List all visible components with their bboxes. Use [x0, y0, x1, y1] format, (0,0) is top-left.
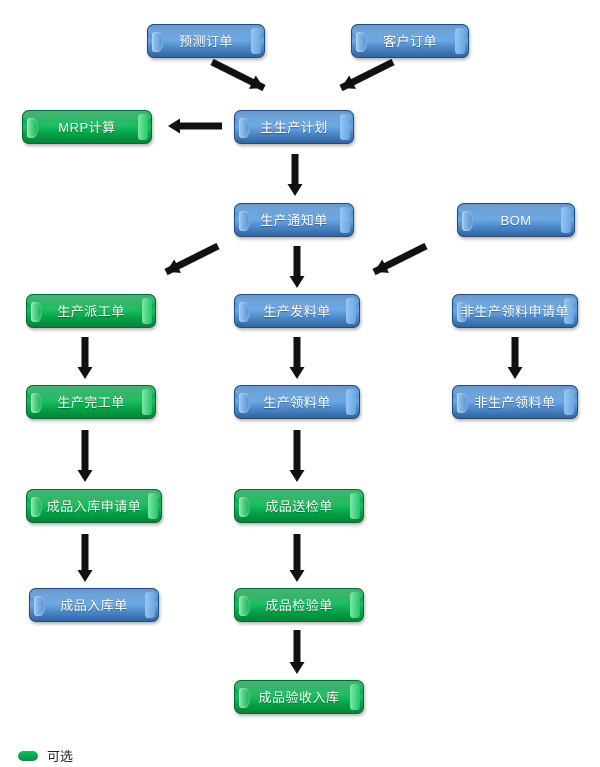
arrow-forecast-to-master — [210, 58, 266, 92]
arrow-nonprod-apply-to-req — [507, 337, 523, 379]
node-left-cap-icon — [462, 211, 473, 231]
arrow-master-to-mrp — [168, 118, 222, 134]
node-left-cap-icon — [239, 688, 250, 708]
node-right-cap-icon — [346, 389, 356, 415]
node-label: 主生产计划 — [260, 119, 328, 135]
node-right-cap-icon — [561, 207, 571, 233]
node-label: 成品验收入库 — [258, 689, 340, 705]
node-left-cap-icon — [239, 497, 250, 517]
node-label: 生产完工单 — [57, 394, 125, 410]
node-left-cap-icon — [152, 32, 163, 52]
node-left-cap-icon — [34, 596, 45, 616]
arrow-customer-to-master — [339, 58, 395, 92]
arrow-issue-to-requisition — [289, 337, 305, 379]
arrow-inbound-apply-to-inbound — [77, 534, 93, 582]
node-production_notice[interactable]: 生产通知单 — [234, 203, 354, 237]
node-fg_inspection[interactable]: 成品检验单 — [234, 588, 364, 622]
node-right-cap-icon — [346, 298, 356, 324]
legend-swatch-optional — [18, 750, 38, 761]
node-right-cap-icon — [340, 114, 350, 140]
node-label: BOM — [500, 212, 532, 228]
node-fg_accept_inbound[interactable]: 成品验收入库 — [234, 680, 364, 714]
node-left-cap-icon — [457, 393, 468, 413]
node-right-cap-icon — [340, 207, 350, 233]
node-right-cap-icon — [564, 389, 574, 415]
node-material_requisition[interactable]: 生产领料单 — [234, 385, 360, 419]
arrow-submit-to-inspection — [289, 534, 305, 582]
node-production_complete[interactable]: 生产完工单 — [26, 385, 156, 419]
node-left-cap-icon — [31, 302, 42, 322]
node-left-cap-icon — [356, 32, 367, 52]
node-label: 预测订单 — [178, 33, 233, 49]
node-label: 非生产领料单 — [474, 394, 556, 410]
node-left-cap-icon — [239, 118, 250, 138]
legend-label-optional: 可选 — [47, 749, 74, 764]
arrow-notice-to-issue — [289, 246, 305, 288]
node-right-cap-icon — [251, 28, 261, 54]
node-fg_inbound[interactable]: 成品入库单 — [29, 588, 159, 622]
node-right-cap-icon — [142, 298, 152, 324]
node-mrp_calc[interactable]: MRP计算 — [22, 110, 152, 144]
node-non_prod_req_apply[interactable]: 非生产领料申请单 — [452, 294, 578, 328]
node-right-cap-icon — [142, 389, 152, 415]
node-right-cap-icon — [350, 493, 360, 519]
node-fg_inbound_apply[interactable]: 成品入库申请单 — [26, 489, 162, 523]
arrow-complete-to-inbound-apply — [77, 430, 93, 482]
node-label: 成品送检单 — [265, 498, 333, 514]
node-non_prod_requisition[interactable]: 非生产领料单 — [452, 385, 578, 419]
node-label: 生产领料单 — [263, 394, 331, 410]
node-label: 生产发料单 — [263, 303, 331, 319]
node-label: 非生产领料申请单 — [460, 303, 569, 319]
node-label: 生产通知单 — [260, 212, 328, 228]
arrow-notice-to-dispatch — [164, 242, 220, 276]
arrow-inspection-to-accept — [289, 630, 305, 674]
arrow-req-to-inspect-submit — [289, 430, 305, 482]
node-forecast_order[interactable]: 预测订单 — [147, 24, 265, 58]
node-label: 客户订单 — [382, 33, 437, 49]
node-left-cap-icon — [457, 302, 468, 322]
node-label: 成品检验单 — [265, 597, 333, 613]
arrow-dispatch-to-complete — [77, 337, 93, 379]
node-fg_inspection_submit[interactable]: 成品送检单 — [234, 489, 364, 523]
node-right-cap-icon — [145, 592, 155, 618]
node-label: 生产派工单 — [57, 303, 125, 319]
node-left-cap-icon — [239, 596, 250, 616]
node-label: 成品入库申请单 — [46, 498, 142, 514]
node-right-cap-icon — [455, 28, 465, 54]
legend: 可选 — [18, 746, 73, 765]
node-left-cap-icon — [27, 118, 38, 138]
node-left-cap-icon — [239, 302, 250, 322]
node-label: MRP计算 — [58, 119, 116, 135]
node-right-cap-icon — [148, 493, 158, 519]
node-material_issue[interactable]: 生产发料单 — [234, 294, 360, 328]
node-customer_order[interactable]: 客户订单 — [351, 24, 469, 58]
node-left-cap-icon — [239, 211, 250, 231]
node-right-cap-icon — [138, 114, 148, 140]
node-right-cap-icon — [350, 592, 360, 618]
node-right-cap-icon — [350, 684, 360, 710]
node-dispatch_order[interactable]: 生产派工单 — [26, 294, 156, 328]
arrow-bom-to-nonprod — [372, 242, 428, 276]
node-left-cap-icon — [31, 393, 42, 413]
arrow-master-to-notice — [287, 154, 303, 196]
node-master_plan[interactable]: 主生产计划 — [234, 110, 354, 144]
node-left-cap-icon — [239, 393, 250, 413]
node-bom[interactable]: BOM — [457, 203, 575, 237]
node-left-cap-icon — [31, 497, 42, 517]
node-label: 成品入库单 — [60, 597, 128, 613]
node-right-cap-icon — [564, 298, 574, 324]
